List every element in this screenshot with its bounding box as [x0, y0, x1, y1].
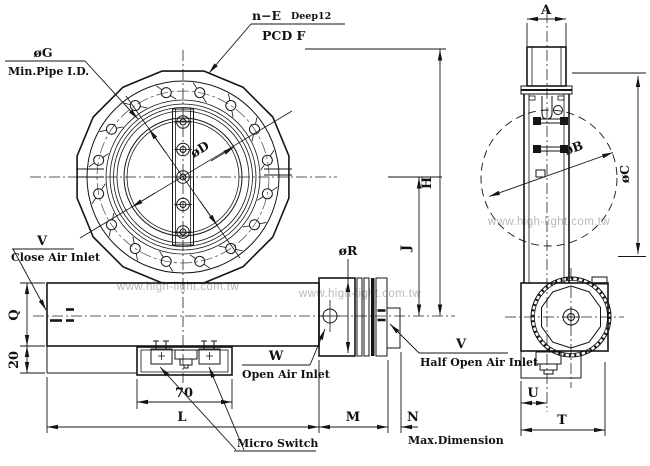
watermark: www.high-light.com.tw	[487, 216, 610, 228]
dim-label-L: L	[177, 410, 186, 425]
note-pipe-id: Min.Pipe I.D.	[8, 65, 89, 78]
stack-plate	[356, 277, 363, 357]
pipe-stub	[526, 46, 567, 87]
actuator-cap-polygon	[541, 285, 601, 349]
front-view-valve-body	[76, 70, 292, 284]
open-air-inlet-port	[320, 300, 340, 332]
leader-pipe-id	[84, 60, 139, 120]
bottom-bracket	[520, 350, 582, 379]
close-air-inlet-port	[50, 308, 74, 322]
leader-micro-switch-left	[159, 366, 237, 451]
dim-label-oR: øR	[339, 243, 358, 258]
actuator-side	[520, 276, 612, 379]
leader-micro-switch-right	[208, 366, 245, 451]
note-bolt-depth: Deep12	[291, 11, 331, 22]
disc-swing-circle	[480, 109, 618, 247]
flange-plate	[520, 85, 573, 90]
watermark: www.high-light.com.tw	[116, 281, 239, 293]
note-bolt-spec: n−E	[252, 8, 281, 23]
micro-switch-right	[198, 348, 221, 365]
port-label-open: Open Air Inlet	[242, 368, 331, 381]
stack-plate-dark	[371, 278, 375, 356]
note-pipe-dia: øG	[33, 45, 52, 60]
port-code-close: V	[36, 234, 48, 249]
stem-pin	[553, 105, 563, 115]
close-air-inlet-note: V Close Air Inlet	[11, 234, 101, 311]
half-open-air-inlet-note: V Half Open Air Inlet	[389, 323, 539, 369]
dim-label-T: T	[557, 413, 567, 428]
dim-label-H: H	[420, 177, 435, 189]
shaft-boss-right	[264, 168, 292, 176]
leader-close-inlet	[12, 248, 47, 311]
switch-fitting	[535, 351, 562, 365]
dim-label-Q: Q	[7, 309, 22, 320]
dim-label-N: N	[407, 410, 419, 425]
leader-half-inlet	[389, 323, 420, 354]
side-view	[480, 46, 618, 379]
actuator-front	[46, 277, 401, 376]
stem-nub	[535, 169, 546, 178]
bolt-hole	[88, 149, 110, 171]
port-code-half: V	[455, 337, 467, 352]
disc-bolt-side	[533, 145, 568, 153]
half-open-air-inlet-port	[377, 309, 386, 322]
valve-body-side	[523, 93, 570, 283]
leader-open-inlet	[309, 328, 326, 366]
micro-switch-note: Micro Switch	[159, 366, 318, 452]
bolt-hole	[189, 250, 211, 272]
port-code-open: W	[268, 349, 284, 364]
bolt-hole	[218, 93, 244, 118]
dim-label-20: 20	[7, 351, 22, 369]
note-max-dimension: Max.Dimension	[408, 434, 504, 447]
callouts: n−E Deep12 PCD F øG Min.Pipe I.D. V Clos…	[5, 8, 539, 452]
dim-label-oD: øD	[188, 138, 212, 161]
open-air-inlet-note: W Open Air Inlet	[242, 328, 331, 381]
valve-body-outline	[76, 70, 290, 284]
dim-line-oB	[488, 152, 614, 197]
micro-switch-housing	[46, 340, 233, 376]
dim-label-oB: øB	[562, 138, 585, 158]
dim-label-U: U	[527, 386, 539, 401]
valve-bore	[123, 117, 243, 237]
dim-label-A: A	[540, 3, 552, 18]
leader-pcd	[208, 23, 252, 74]
note-pcd: PCD F	[262, 28, 306, 43]
micro-switch-left	[150, 348, 173, 365]
note-micro-switch: Micro Switch	[237, 437, 318, 450]
valve-disc-edge	[172, 108, 194, 246]
stack-plate	[363, 277, 370, 357]
pipe-id-note: øG Min.Pipe I.D.	[5, 45, 139, 120]
watermark: www.high-light.com.tw	[298, 288, 421, 300]
disc-bolt-side	[533, 117, 568, 125]
shaft-boss-left	[76, 168, 104, 178]
bolt-hole	[256, 149, 278, 171]
dimensions: A H J Q 20 70 L M N Max.Dimension	[7, 3, 646, 447]
port-label-close: Close Air Inlet	[11, 251, 101, 264]
dim-label-oC: øC	[617, 165, 632, 183]
dim-label-J: J	[399, 245, 414, 252]
end-sensor-block	[386, 307, 401, 349]
port-label-half: Half Open Air Inlet	[420, 356, 539, 369]
flange-plate	[520, 90, 573, 95]
bolt-spec-note: n−E Deep12 PCD F	[208, 8, 345, 74]
dim-label-M: M	[346, 410, 360, 425]
actuator-end-cap	[318, 277, 356, 357]
